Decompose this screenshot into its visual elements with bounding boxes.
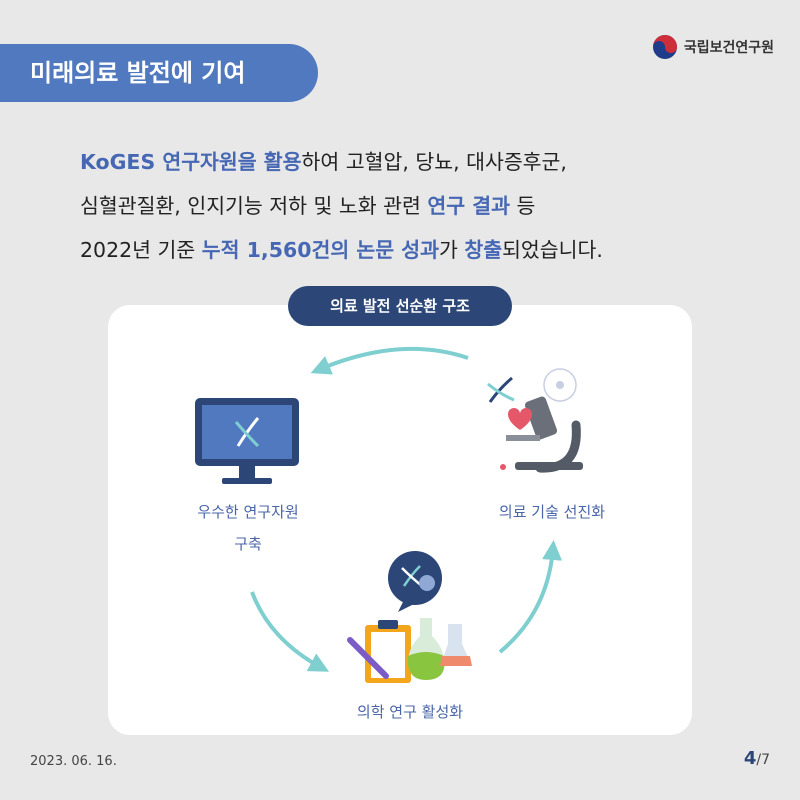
node-label-resource: 우수한 연구자원 구축	[160, 496, 336, 560]
intro-text: 2022년 기준	[80, 238, 202, 262]
taegeuk-icon	[652, 35, 677, 59]
arrow-left	[250, 591, 330, 672]
intro-paragraph: KoGES 연구자원을 활용하여 고혈압, 당뇨, 대사증후군, 심혈관질환, …	[80, 140, 760, 272]
intro-text: 되었습니다.	[502, 238, 603, 262]
diagram-title: 의료 발전 선순환 구조	[288, 286, 512, 326]
arrow-right	[498, 540, 563, 654]
microscope-icon	[487, 368, 583, 473]
intro-text: 심혈관질환, 인지기능 저하 및 노화 관련	[80, 194, 428, 218]
research-lab-icon	[347, 551, 472, 683]
node-label-tech: 의료 기술 선진화	[498, 503, 606, 521]
node-label-resource-line2: 구축	[234, 535, 262, 553]
intro-line-2: 심혈관질환, 인지기능 저하 및 노화 관련 연구 결과 등	[80, 184, 760, 228]
org-name: 국립보건연구원	[683, 40, 774, 56]
arrow-top	[310, 346, 469, 375]
intro-highlight: KoGES 연구자원을 활용	[80, 150, 302, 174]
intro-line-1: KoGES 연구자원을 활용하여 고혈압, 당뇨, 대사증후군,	[80, 140, 760, 184]
page-indicator: 4/7	[744, 748, 770, 769]
intro-highlight: 연구 결과	[427, 194, 510, 218]
intro-line-3: 2022년 기준 누적 1,560건의 논문 성과가 창출되었습니다.	[80, 228, 760, 272]
section-tag: 미래의료 발전에 기여	[0, 44, 318, 102]
footer-date: 2023. 06. 16.	[30, 754, 117, 769]
node-label-research: 의학 연구 활성화	[356, 703, 464, 721]
page-total: /7	[756, 752, 770, 768]
intro-highlight: 창출	[464, 238, 503, 262]
intro-text: 하여 고혈압, 당뇨, 대사증후군,	[301, 150, 567, 174]
intro-highlight: 누적 1,560건의 논문 성과	[201, 238, 439, 262]
org-logo: 국립보건연구원	[652, 34, 774, 60]
monitor-dna-icon	[195, 398, 299, 484]
node-label-resource-line1: 우수한 연구자원	[197, 503, 299, 521]
page-current: 4	[743, 748, 757, 769]
intro-text: 가	[438, 238, 465, 262]
intro-text: 등	[509, 194, 536, 218]
